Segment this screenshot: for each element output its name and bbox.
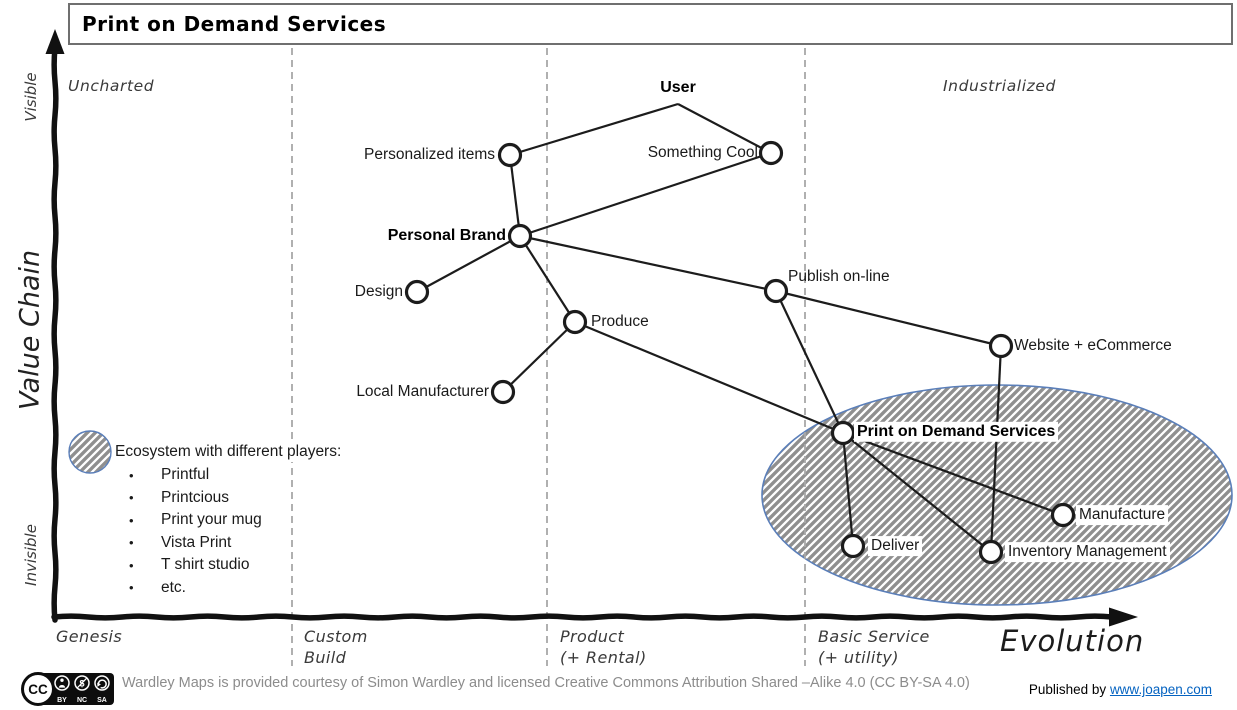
legend-item-label: T shirt studio — [161, 556, 250, 574]
page-title: Print on Demand Services — [82, 12, 387, 36]
node-pod_services — [830, 420, 856, 446]
x-axis-title: Evolution — [1000, 624, 1145, 658]
legend-item: • Printcious — [129, 487, 262, 510]
published-by: Published by www.joapen.com — [1029, 682, 1212, 697]
edge-produce-pod_services — [574, 320, 844, 435]
legend-item-label: Printcious — [161, 488, 230, 506]
edge-produce-local_manufacturer — [502, 321, 576, 393]
cc-nc-icon: $ — [74, 675, 90, 691]
bullet-icon: • — [129, 490, 134, 506]
bullet-icon: • — [129, 512, 134, 528]
region-label-uncharted: Uncharted — [68, 77, 155, 95]
node-label-design: Design — [354, 283, 403, 301]
cc-sa-label: SA — [97, 697, 107, 704]
legend-item-label: Printful — [161, 466, 210, 484]
bullet-icon: • — [129, 557, 134, 573]
node-label-personal_brand: Personal Brand — [387, 226, 506, 244]
bullet-icon: • — [129, 467, 134, 483]
edge-personal_brand-design — [416, 235, 521, 293]
y-axis-bottom-label: Invisible — [22, 524, 40, 586]
legend-item-label: etc. — [161, 578, 186, 596]
bullet-icon: • — [129, 535, 134, 551]
edge-pod_services-deliver — [841, 432, 855, 547]
node-label-personalized_items: Personalized items — [364, 146, 495, 164]
node-local_manufacturer — [490, 379, 516, 405]
stage-label-product: Product (+ Rental) — [560, 627, 647, 667]
legend-item-label: Vista Print — [161, 533, 232, 551]
y-axis-arrowhead-icon — [45, 29, 65, 54]
edge-publish_online-pod_services — [775, 290, 844, 434]
node-deliver — [840, 533, 866, 559]
edge-website_ecommerce-inventory_management — [989, 345, 1003, 553]
cc-by-icon — [54, 675, 70, 691]
node-website_ecommerce — [988, 333, 1014, 359]
node-personal_brand — [507, 223, 533, 249]
published-by-text: Published by — [1028, 682, 1110, 697]
cc-by-label: BY — [57, 697, 67, 704]
cc-license-badge: CC $ BY NC SA — [19, 670, 114, 708]
legend-ecosystem-marker-icon — [68, 430, 112, 474]
node-design — [404, 279, 430, 305]
legend-item: • Printful — [129, 464, 262, 487]
stage-label-genesis: Genesis — [56, 627, 123, 646]
node-publish_online — [763, 278, 789, 304]
edge-publish_online-website_ecommerce — [775, 289, 1002, 348]
cc-nc-label: NC — [77, 697, 87, 704]
legend-item-label: Print your mug — [161, 511, 262, 529]
node-label-website_ecommerce: Website + eCommerce — [1014, 337, 1172, 355]
edge-user-something_cool — [677, 103, 772, 154]
node-label-publish_online: Publish on-line — [788, 268, 890, 286]
node-label-deliver: Deliver — [868, 536, 923, 556]
node-something_cool — [758, 140, 784, 166]
node-label-inventory_management: Inventory Management — [1005, 542, 1170, 562]
legend-item-list: • Printful • Printcious • Print your mug • Vist… — [129, 464, 262, 599]
bullet-icon: • — [129, 580, 134, 596]
legend-item: • T shirt studio — [129, 554, 262, 577]
edge-pod_services-inventory_management — [842, 432, 992, 553]
node-label-produce: Produce — [591, 313, 649, 331]
region-label-industrialized: Industrialized — [943, 77, 1056, 95]
node-personalized_items — [497, 142, 523, 168]
node-produce — [562, 309, 588, 335]
x-axis-arrowhead-icon — [1109, 607, 1138, 627]
node-label-something_cool: Something Cool — [647, 144, 758, 162]
joapen-link[interactable]: www.joapen.com — [1109, 682, 1212, 697]
legend-item: • etc. — [129, 577, 262, 600]
x-axis-line — [51, 613, 1115, 621]
node-label-local_manufacturer: Local Manufacturer — [356, 383, 489, 401]
edge-personalized_items-personal_brand — [508, 154, 522, 237]
edge-something_cool-personal_brand — [519, 151, 772, 238]
y-axis-line — [51, 45, 59, 623]
node-inventory_management — [978, 539, 1004, 565]
legend-item: • Print your mug — [129, 509, 262, 532]
node-label-user: User — [660, 78, 696, 96]
stage-label-custom-build: Custom Build — [304, 627, 368, 667]
edge-pod_services-manufacture — [842, 431, 1064, 517]
cc-logo-text: CC — [28, 682, 48, 697]
node-label-manufacture: Manufacture — [1076, 505, 1169, 525]
edge-personal_brand-publish_online — [519, 234, 777, 293]
node-label-pod_services: Print on Demand Services — [854, 421, 1059, 443]
cc-sa-icon — [94, 675, 110, 691]
cc-logo-circle — [21, 672, 55, 706]
legend-title: Ecosystem with different players: — [113, 442, 344, 462]
edge-user-personalized_items — [509, 102, 679, 157]
y-axis-title: Value Chain — [14, 249, 46, 411]
map-title-box: Print on Demand Services — [68, 3, 1233, 45]
y-axis-top-label: Visible — [22, 72, 40, 122]
stage-label-basic-service: Basic Service (+ utility) — [818, 627, 930, 667]
edge-personal_brand-produce — [519, 235, 576, 323]
node-manufacture — [1050, 502, 1076, 528]
legend-item: • Vista Print — [129, 532, 262, 555]
license-text: Wardley Maps is provided courtesy of Sim… — [122, 675, 970, 691]
